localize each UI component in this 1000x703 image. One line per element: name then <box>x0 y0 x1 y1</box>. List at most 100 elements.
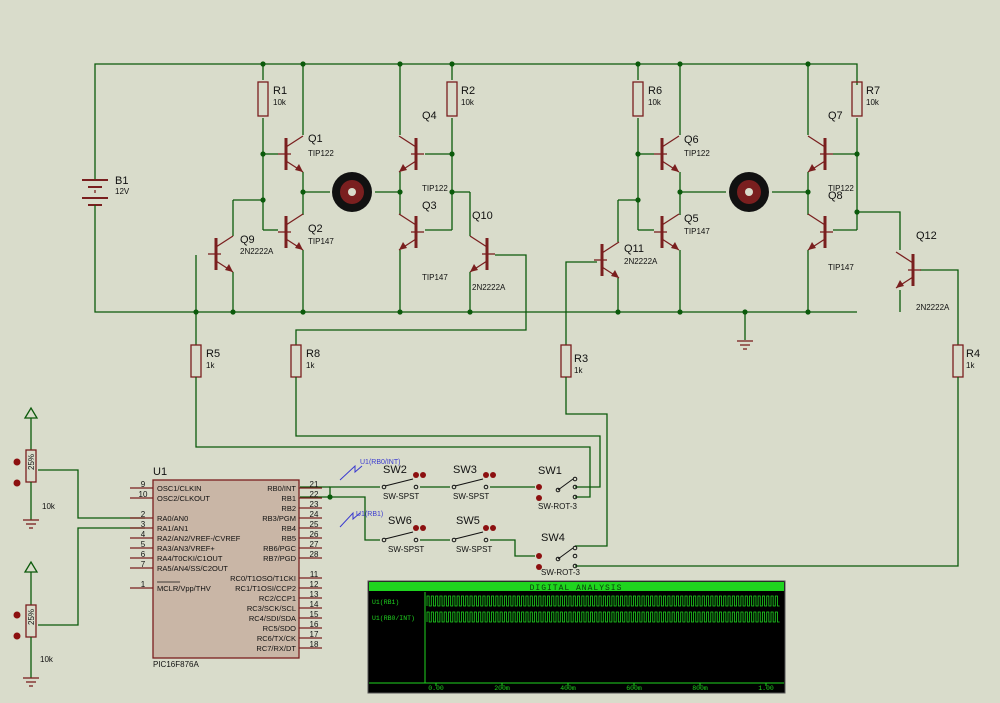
pot-1-value: 10k <box>42 502 56 511</box>
mcu-pin-num: 25 <box>310 520 319 529</box>
switch-type: SW-ROT-3 <box>541 568 581 577</box>
svg-text:R4: R4 <box>966 348 980 360</box>
transistor-value: 2N2222A <box>916 303 950 312</box>
svg-text:R5: R5 <box>206 348 220 360</box>
transistor-ref: Q6 <box>684 134 699 146</box>
pot-1-dial: 25% <box>27 454 36 470</box>
mcu-pin-num: 13 <box>310 590 319 599</box>
mcu-pin-num: 7 <box>141 560 146 569</box>
mcu-pin-num: 21 <box>310 480 319 489</box>
mcu-pin-num: 26 <box>310 530 319 539</box>
mcu-pin-num: 18 <box>310 640 319 649</box>
svg-text:1k: 1k <box>574 366 583 375</box>
resistor-r6[interactable]: R6 10k <box>632 81 662 117</box>
svg-text:1k: 1k <box>306 361 315 370</box>
pot-2-dial: 25% <box>27 609 36 625</box>
mcu-pin-name: RA5/AN4/SS/C2OUT <box>157 564 228 573</box>
transistor-value: 2N2222A <box>240 247 274 256</box>
switch-ref: SW1 <box>538 465 562 477</box>
transistor-value: TIP147 <box>828 263 854 272</box>
mcu-pin-num: 16 <box>310 620 319 629</box>
mcu-pin-name: RC6/TX/CK <box>257 634 296 643</box>
mcu-pin-name: RB7/PGD <box>263 554 297 563</box>
trace-label-rb0: U1(RB0/INT) <box>372 615 415 622</box>
time-tick-label: 600m <box>626 685 642 692</box>
motor-left[interactable] <box>332 172 372 212</box>
svg-text:10k: 10k <box>866 98 880 107</box>
mcu-pin-num: 12 <box>310 580 319 589</box>
resistor-r8[interactable]: R8 1k <box>290 344 320 378</box>
transistor-value: TIP147 <box>308 237 334 246</box>
battery-value: 12V <box>115 187 130 196</box>
mcu-pin-num: 15 <box>310 610 319 619</box>
mcu-pin-name: RB2 <box>281 504 296 513</box>
pot-1[interactable]: 25% 10k <box>13 406 146 529</box>
switch-ref: SW2 <box>383 464 407 476</box>
trace-label-rb1: U1(RB1) <box>372 599 399 606</box>
ground-symbol <box>737 340 753 350</box>
mcu-pin-name: RC0/T1OSO/T1CKI <box>230 574 296 583</box>
probe-rb1[interactable]: U1(RB1) <box>339 511 383 528</box>
resistor-r1[interactable]: R1 10k <box>257 81 287 117</box>
mcu-pin-num: 4 <box>141 530 146 539</box>
battery-b1[interactable]: B1 12V <box>82 173 130 228</box>
transistors: Q1TIP122Q2TIP147Q3TIP147Q4TIP122Q5TIP147… <box>208 110 950 312</box>
resistor-r2[interactable]: R2 10k <box>446 81 475 117</box>
resistor-r4[interactable]: R4 1k <box>952 344 980 378</box>
digital-analysis-panel[interactable]: DIGITAL ANALYSIS U1(RB1) U1(RB0/INT) 0.0… <box>367 580 786 694</box>
svg-text:R1: R1 <box>273 85 287 97</box>
power-rails <box>94 63 858 340</box>
probe-rb0[interactable]: U1(RB0/INT) <box>339 459 400 481</box>
transistor-value: 2N2222A <box>624 257 658 266</box>
transistor-ref: Q2 <box>308 223 323 235</box>
mcu-pin-name: RC4/SDI/SDA <box>249 614 296 623</box>
transistor-value: TIP122 <box>684 149 710 158</box>
mcu-pin-name: RA3/AN3/VREF+ <box>157 544 215 553</box>
junctions <box>193 61 860 500</box>
transistor-ref: Q4 <box>422 110 437 122</box>
pot-2[interactable]: 25% 10k <box>13 527 146 687</box>
mcu-pin-num: 22 <box>310 490 319 499</box>
mcu-pin-name: RC5/SDO <box>263 624 297 633</box>
mcu-pin-num: 28 <box>310 550 319 559</box>
transistor-ref: Q7 <box>828 110 843 122</box>
mcu-pin-name: RB1 <box>281 494 296 503</box>
left-bridge-wiring <box>195 64 527 345</box>
time-tick-label: 400m <box>560 685 576 692</box>
resistor-r3[interactable]: R3 1k <box>560 344 588 378</box>
mcu-pin-name: RA1/AN1 <box>157 524 188 533</box>
resistor-r5[interactable]: R5 1k <box>190 344 220 378</box>
mcu-pin-num: 17 <box>310 630 319 639</box>
mcu-pin-num: 5 <box>141 540 146 549</box>
motor-right[interactable] <box>729 172 769 212</box>
svg-text:R3: R3 <box>574 353 588 365</box>
mcu-part: PIC16F876A <box>153 660 199 669</box>
resistor-r7[interactable]: R7 10k <box>851 81 880 117</box>
svg-text:10k: 10k <box>461 98 475 107</box>
transistor-ref: Q5 <box>684 213 699 225</box>
transistor-ref: Q1 <box>308 133 323 145</box>
switch-ref: SW3 <box>453 464 477 476</box>
time-tick-label: 800m <box>692 685 708 692</box>
mcu-pin-name: RB3/PGM <box>262 514 296 523</box>
